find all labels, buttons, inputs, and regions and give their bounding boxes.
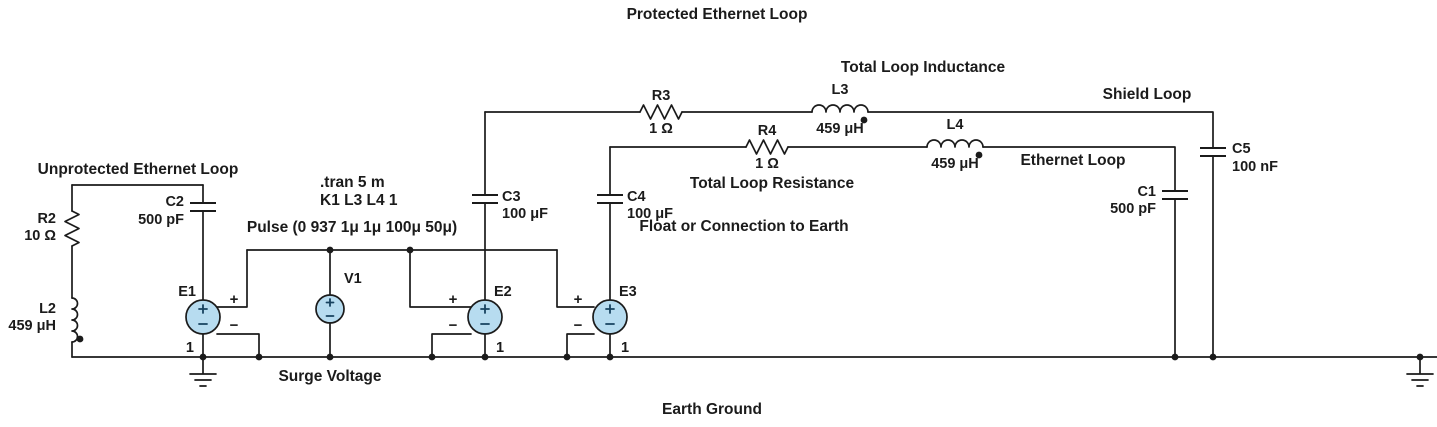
junction-dots: [199, 246, 1424, 361]
plus-minus-icon: [325, 298, 335, 317]
junction-dot: [199, 353, 207, 361]
phase-dot-L4: [975, 151, 983, 159]
junction-dot: [255, 353, 263, 361]
wire-E3-minus: [566, 333, 595, 358]
c4-e3-branch: C4 100 μF E3 1 + −: [556, 146, 673, 358]
inductor-L4-symbol: [926, 139, 984, 148]
junction-dot: [563, 353, 571, 361]
phase-dot-L2: [76, 335, 84, 343]
component-label-C2: C2: [165, 194, 184, 210]
page-title: Protected Ethernet Loop: [627, 6, 808, 23]
inductor-L2-symbol: [71, 297, 79, 343]
ground-rail: [71, 356, 1437, 387]
junction-dot: [406, 246, 414, 254]
component-label-C5: C5: [1232, 141, 1251, 157]
annotation-earth-ground: Earth Ground: [662, 401, 762, 418]
component-label-C1: C1: [1137, 184, 1156, 200]
unprotected-loop-branch: R2 10 Ω L2 459 μH: [8, 184, 204, 358]
annotation-ethernet-loop: Ethernet Loop: [1020, 152, 1125, 169]
plus-sign-E2: +: [449, 291, 458, 308]
wire-E1-plus: [216, 249, 248, 308]
directive-coupling: K1 L3 L4 1: [320, 192, 398, 209]
annotation-total-loop-resistance: Total Loop Resistance: [690, 175, 855, 192]
minus-sign-E2: −: [449, 317, 458, 334]
component-value-C1: 500 pF: [1110, 201, 1156, 217]
component-value-C4: 100 μF: [627, 206, 673, 222]
directive-pulse: Pulse (0 937 1μ 1μ 100μ 50μ): [247, 219, 457, 236]
component-value-L4: 459 μH: [931, 156, 979, 172]
surge-source-branch: V1: [246, 249, 558, 358]
resistor-R4-symbol: [745, 139, 789, 155]
ground-icon-left: [189, 356, 217, 387]
junction-dot: [1171, 353, 1179, 361]
component-label-V1: V1: [344, 271, 362, 287]
plus-sign-E3: +: [574, 291, 583, 308]
component-value-L2: 459 μH: [8, 318, 56, 334]
resistor-R2-symbol: [64, 210, 80, 247]
annotation-float-or-earth: Float or Connection to Earth: [639, 218, 848, 235]
plus-minus-icon: [605, 304, 615, 325]
wire-E2-minus: [431, 333, 472, 358]
resistor-R3-symbol: [639, 104, 683, 120]
junction-dot: [1416, 353, 1424, 361]
plus-minus-icon: [198, 304, 208, 325]
component-label-C3: C3: [502, 189, 521, 205]
phase-dot-L3: [860, 116, 868, 124]
wire-E3-plus: [556, 249, 595, 308]
node-label-E2: 1: [496, 340, 504, 356]
component-value-C2: 500 pF: [138, 212, 184, 228]
node-label-E3: 1: [621, 340, 629, 356]
component-label-R3: R3: [652, 88, 671, 104]
wire-E2-plus: [409, 249, 472, 308]
c3-e2-branch: C3 100 μF E2 1 + −: [409, 111, 548, 358]
component-label-L3: L3: [832, 82, 849, 98]
component-label-C4: C4: [627, 189, 646, 205]
junction-dot: [428, 353, 436, 361]
directive-tran: .tran 5 m: [320, 174, 385, 191]
component-value-R3: 1 Ω: [649, 121, 673, 137]
junction-dot: [481, 353, 489, 361]
wire: [982, 146, 1176, 192]
component-label-E1: E1: [178, 284, 196, 300]
component-label-E2: E2: [494, 284, 512, 300]
plus-sign-E1: +: [230, 291, 239, 308]
component-label-R4: R4: [758, 123, 777, 139]
component-label-L4: L4: [947, 117, 964, 133]
component-value-C5: 100 nF: [1232, 159, 1278, 175]
annotation-total-loop-inductance: Total Loop Inductance: [841, 59, 1006, 76]
component-label-L2: L2: [39, 301, 56, 317]
c2-e1-branch: C2 500 pF E1 1 + −: [138, 184, 260, 387]
component-label-E3: E3: [619, 284, 637, 300]
junction-dot: [326, 246, 334, 254]
shield-loop-branch: R3 1 Ω L3 459 μH C5 100 nF: [484, 82, 1278, 358]
minus-sign-E3: −: [574, 317, 583, 334]
ground-icon-right: [1406, 356, 1434, 387]
plus-minus-icon: [480, 304, 490, 325]
ethernet-loop-branch: R4 1 Ω L4 459 μH C1 500 pF: [609, 117, 1188, 358]
wire: [867, 111, 1214, 149]
component-label-R2: R2: [37, 211, 56, 227]
annotation-unprotected-loop: Unprotected Ethernet Loop: [38, 161, 239, 178]
component-value-C3: 100 μF: [502, 206, 548, 222]
component-value-R2: 10 Ω: [24, 228, 56, 244]
component-value-R4: 1 Ω: [755, 156, 779, 172]
junction-dot: [1209, 353, 1217, 361]
annotation-shield-loop: Shield Loop: [1103, 86, 1192, 103]
node-label-E1: 1: [186, 340, 194, 356]
annotation-surge-voltage: Surge Voltage: [278, 368, 381, 385]
inductor-L3-symbol: [811, 104, 869, 113]
minus-sign-E1: −: [230, 317, 239, 334]
junction-dot: [606, 353, 614, 361]
junction-dot: [326, 353, 334, 361]
wire-E1-minus: [216, 333, 260, 358]
component-value-L3: 459 μH: [816, 121, 864, 137]
